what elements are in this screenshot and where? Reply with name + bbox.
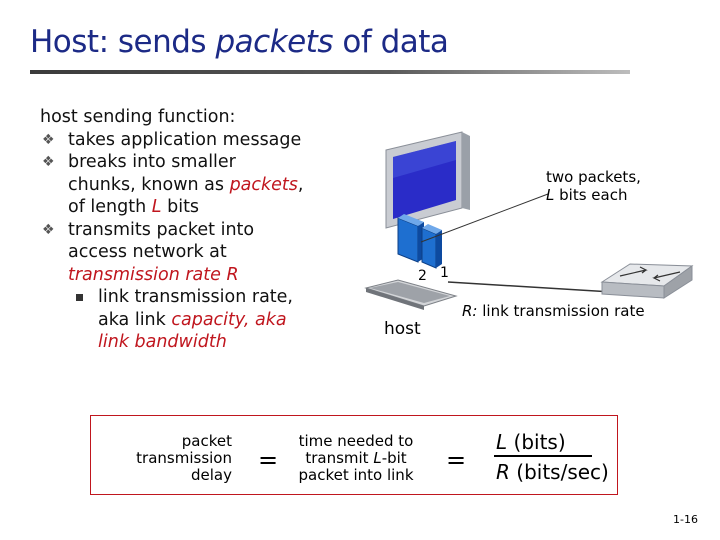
sub-bullet: link transmission rate, aka link capacit…: [40, 286, 370, 354]
square-bullet-icon: [76, 294, 83, 301]
formula-mid-line-3: packet into link: [298, 466, 414, 484]
bullet-2-comma: ,: [297, 174, 304, 195]
monitor-icon: [385, 131, 470, 229]
fraction-denominator: R (bits/sec): [496, 460, 609, 484]
bullet-3-line-2: access network at: [68, 242, 227, 262]
formula-left-line-1: packet: [181, 432, 232, 450]
bullet-2-line-2: chunks, known as packets,: [68, 174, 370, 197]
formula-left-line-3: delay: [191, 466, 232, 484]
denominator-bits-per-sec: (bits/sec): [509, 460, 609, 484]
keyboard-icon: [364, 279, 458, 310]
bullet-2-bits: bits: [161, 197, 200, 217]
bullet-intro: host sending function:: [40, 107, 236, 127]
page-number: 1-16: [673, 513, 698, 526]
bullet-3-line-1: transmits packet into: [68, 219, 255, 240]
formula-mid-L: L: [373, 449, 382, 467]
bullet-marker-icon: ❖: [42, 131, 55, 148]
sub-aka: aka link: [98, 309, 172, 330]
numerator-bits: (bits): [507, 430, 566, 454]
bullet-marker-icon: ❖: [42, 221, 55, 238]
packet-number-1: 1: [440, 265, 449, 281]
bullet-2-packets: packets: [229, 174, 298, 195]
denominator-R: R: [496, 460, 510, 484]
link-rate-label: R: link transmission rate: [462, 302, 645, 320]
bullet-1-text: takes application message: [68, 129, 302, 150]
two-packets-label: two packets, L bits each: [546, 168, 641, 204]
bullet-item-2: ❖ breaks into smaller chunks, known as p…: [40, 151, 370, 219]
formula-left-line-2: transmission: [136, 449, 232, 467]
title-packets: packets: [215, 24, 333, 60]
bullet-2-line-3: of length L bits: [68, 196, 370, 219]
formula-middle-term: time needed to transmit L-bit packet int…: [288, 433, 424, 484]
fraction-bar: [494, 455, 592, 457]
sub-capacity: capacity, aka: [171, 309, 287, 330]
title-part-1: Host: sends: [30, 24, 216, 60]
bullet-list: host sending function: ❖ takes applicati…: [40, 106, 370, 354]
two-packets-bits: bits each: [554, 186, 628, 204]
sub-line-3: link bandwidth: [98, 332, 227, 352]
rate-R: R:: [462, 302, 478, 320]
bullet-3-line-3: transmission rate R: [68, 264, 239, 285]
router-icon: [600, 263, 694, 299]
link-line: [447, 281, 613, 293]
two-packets-line-2: L bits each: [546, 186, 641, 204]
packet-icon-2: [397, 214, 424, 263]
numerator-L: L: [496, 430, 508, 454]
formula-mid-line-1: time needed to: [298, 432, 414, 450]
bullet-2-line-1: breaks into smaller: [68, 152, 236, 172]
slide-title: Host: sends packets of data: [30, 24, 449, 60]
title-underline: [30, 70, 630, 74]
delay-formula-box: [90, 415, 618, 495]
bullet-item-3: ❖ transmits packet into access network a…: [40, 219, 370, 287]
sub-line-1: link transmission rate,: [98, 287, 293, 307]
callout-line: [420, 193, 549, 243]
two-packets-line-1: two packets,: [546, 168, 641, 186]
two-packets-L: L: [546, 186, 555, 204]
bullet-2-L: L: [151, 197, 162, 217]
bullet-2-length: of length: [68, 197, 152, 217]
bullet-marker-icon: ❖: [42, 154, 55, 170]
formula-mid-bit: -bit: [381, 449, 407, 467]
title-part-3: of data: [333, 24, 449, 60]
formula-left-term: packet transmission delay: [120, 433, 232, 484]
equals-sign-1: =: [258, 446, 279, 474]
sub-line-2: aka link capacity, aka: [98, 309, 370, 332]
rate-text: link transmission rate: [477, 302, 645, 320]
fraction-numerator: L (bits): [496, 430, 566, 454]
host-label: host: [384, 319, 421, 339]
formula-mid-transmit: transmit: [305, 449, 374, 467]
packet-number-2: 2: [418, 268, 427, 284]
formula-mid-line-2: transmit L-bit: [288, 450, 424, 467]
bullet-2-text: chunks, known as: [68, 174, 230, 195]
bullet-item-1: ❖ takes application message: [40, 129, 370, 152]
packet-icon-1: [421, 224, 442, 269]
equals-sign-2: =: [446, 446, 467, 474]
